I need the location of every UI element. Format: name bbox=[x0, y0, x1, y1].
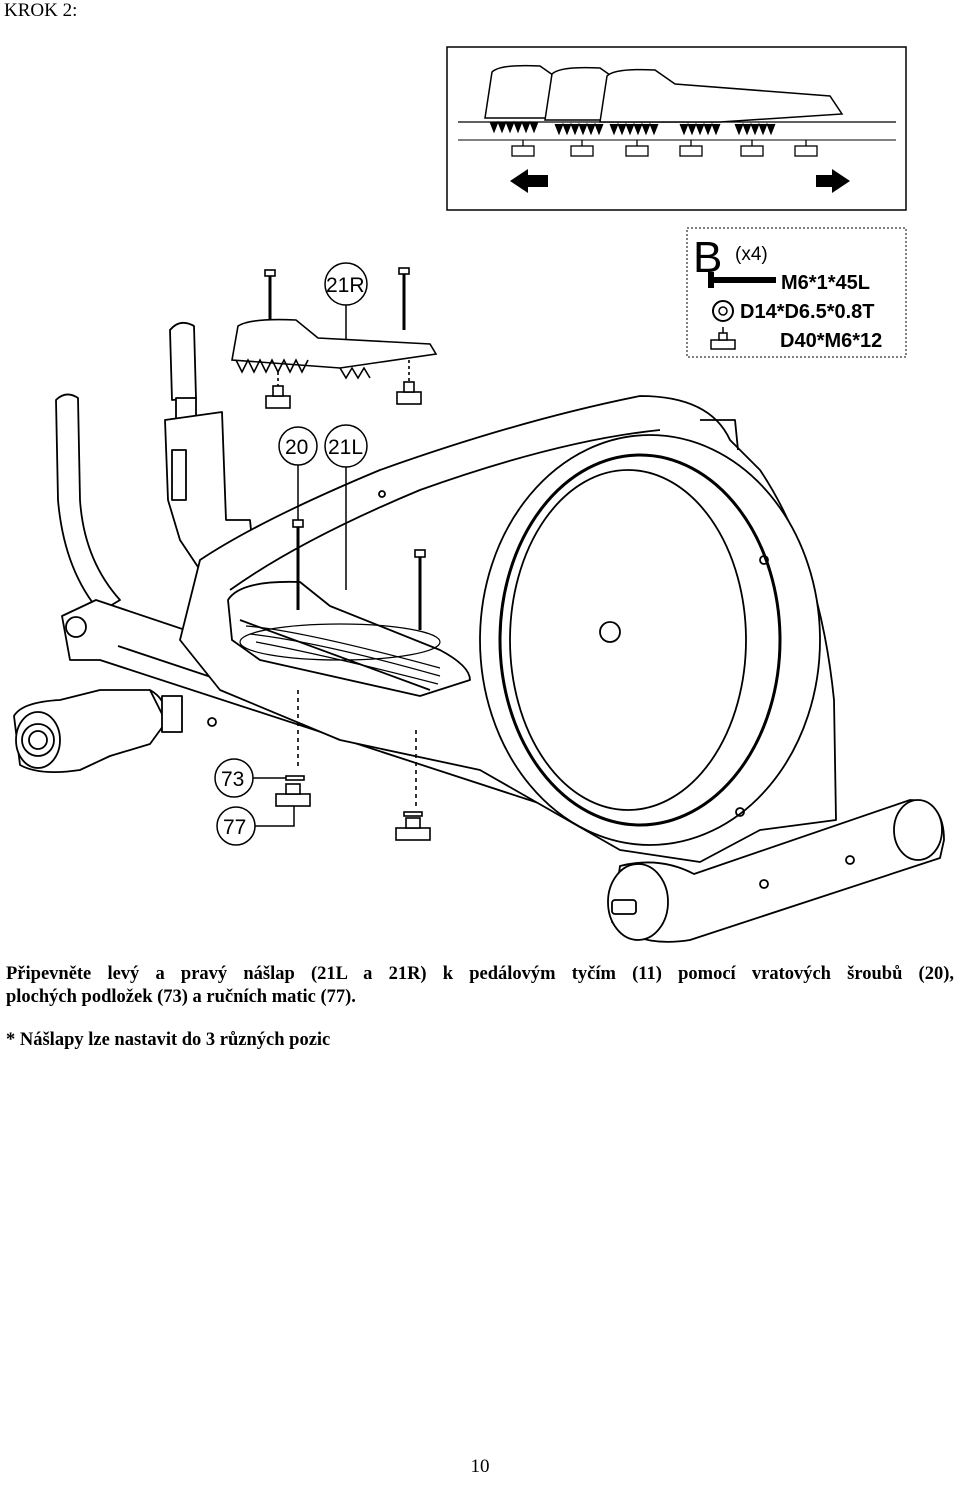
callout-73 bbox=[214, 758, 286, 798]
washer-icon bbox=[712, 300, 734, 322]
hardware-item-bolt: M6*1*45L bbox=[781, 272, 870, 294]
callout-21L bbox=[324, 424, 368, 590]
bolt-icon bbox=[708, 272, 776, 288]
callout-20-label: 20 bbox=[285, 436, 308, 459]
elliptical-trainer bbox=[13, 321, 945, 943]
callout-73-label: 73 bbox=[221, 768, 244, 791]
callout-21R bbox=[324, 262, 368, 340]
arrow-right-icon bbox=[816, 169, 850, 193]
callout-20 bbox=[278, 426, 318, 520]
page-number: 10 bbox=[470, 1456, 490, 1477]
instruction-line-2: plochých podložek (73) a ručních matic (… bbox=[6, 987, 356, 1007]
instruction-line-1: Připevněte levý a pravý nášlap (21L a 21… bbox=[6, 964, 954, 984]
hardware-item-knob: D40*M6*12 bbox=[780, 330, 882, 352]
pedal-positions-inset bbox=[446, 46, 907, 211]
hardware-letter: B bbox=[693, 233, 722, 282]
bolts-20 bbox=[275, 519, 431, 841]
callout-21L-label: 21L bbox=[328, 436, 363, 459]
step-title: KROK 2: bbox=[4, 0, 78, 21]
hardware-box: B (x4) M6*1*45L D14*D6.5*0.8T D40*M6*12 bbox=[686, 227, 907, 358]
callout-77-label: 77 bbox=[223, 816, 246, 839]
callout-77 bbox=[216, 806, 295, 846]
arrow-left-icon bbox=[510, 169, 548, 193]
callout-21R-label: 21R bbox=[326, 274, 365, 297]
knob-icon bbox=[710, 327, 736, 350]
assembly-illustration: B (x4) M6*1*45L D14*D6.5*0.8T D40*M6*12 bbox=[13, 46, 945, 943]
instruction-text: Připevněte levý a pravý nášlap (21L a 21… bbox=[6, 963, 954, 1009]
right-pedal-21R bbox=[231, 267, 438, 409]
note-text: * Nášlapy lze nastavit do 3 různých pozi… bbox=[6, 1030, 331, 1050]
hardware-quantity: (x4) bbox=[735, 244, 768, 265]
hardware-item-washer: D14*D6.5*0.8T bbox=[740, 301, 875, 323]
